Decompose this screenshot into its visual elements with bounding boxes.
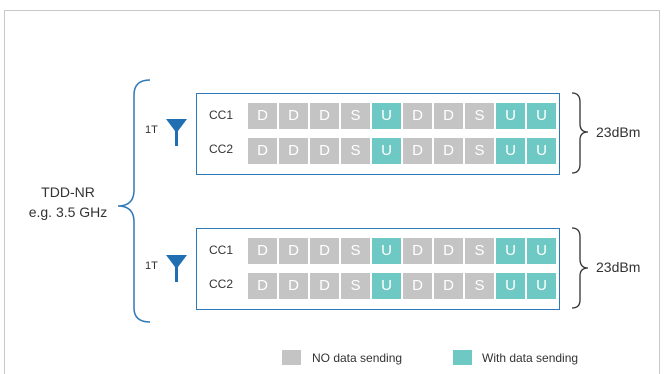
legend-swatch-no-data xyxy=(282,350,301,365)
carrier-label: CC2 xyxy=(209,142,234,156)
slot-cell: U xyxy=(372,238,401,264)
slot-cell: D xyxy=(310,273,339,299)
slot-cell: U xyxy=(496,103,525,129)
slot-cell: S xyxy=(465,103,494,129)
power-label: 23dBm xyxy=(596,259,641,275)
slot-cell: U xyxy=(527,138,556,164)
slot-cell: U xyxy=(496,238,525,264)
slot-cell: U xyxy=(372,273,401,299)
slot-cell: S xyxy=(341,238,370,264)
carrier-label: CC2 xyxy=(209,277,234,291)
slot-cell: S xyxy=(341,103,370,129)
slot-cell: S xyxy=(465,138,494,164)
carrier-label: CC1 xyxy=(209,243,234,257)
slot-cell: S xyxy=(341,273,370,299)
slot-cell: U xyxy=(372,138,401,164)
antenna-label: 1T xyxy=(145,124,158,136)
slot-cell: D xyxy=(434,273,463,299)
slot-cell: D xyxy=(279,273,308,299)
slot-cell: D xyxy=(279,138,308,164)
carrier-label: CC1 xyxy=(209,108,234,122)
antenna-icon xyxy=(166,119,187,146)
slot-cell: D xyxy=(248,273,277,299)
slot-cell: U xyxy=(372,103,401,129)
slot-cell: D xyxy=(403,103,432,129)
slot-cell: D xyxy=(403,273,432,299)
antenna-label: 1T xyxy=(145,260,158,272)
band-frequency: e.g. 3.5 GHz xyxy=(28,204,108,220)
legend-label-no-data: NO data sending xyxy=(312,351,403,365)
slot-cell: D xyxy=(248,103,277,129)
diagram-frame xyxy=(4,10,660,374)
slot-cell: U xyxy=(496,138,525,164)
power-label: 23dBm xyxy=(596,124,641,140)
legend-swatch-data xyxy=(453,350,472,365)
slot-cell: U xyxy=(527,103,556,129)
slot-cell: D xyxy=(403,138,432,164)
right-brace-1 xyxy=(571,92,589,174)
slot-cell: D xyxy=(248,238,277,264)
slot-cell: U xyxy=(496,273,525,299)
right-brace-2 xyxy=(571,227,589,309)
slot-cell: U xyxy=(527,238,556,264)
antenna-icon xyxy=(166,255,187,282)
slot-cell: S xyxy=(465,238,494,264)
legend-label-data: With data sending xyxy=(482,351,579,365)
band-name: TDD-NR xyxy=(41,184,95,200)
slot-cell: U xyxy=(527,273,556,299)
slot-cell: D xyxy=(310,103,339,129)
left-brace xyxy=(117,79,151,323)
slot-cell: D xyxy=(434,238,463,264)
slot-cell: D xyxy=(279,238,308,264)
slot-cell: D xyxy=(403,238,432,264)
slot-cell: S xyxy=(341,138,370,164)
slot-cell: D xyxy=(279,103,308,129)
slot-cell: D xyxy=(310,138,339,164)
slot-cell: S xyxy=(465,273,494,299)
band-label: TDD-NR e.g. 3.5 GHz xyxy=(18,182,118,222)
slot-cell: D xyxy=(434,138,463,164)
slot-cell: D xyxy=(248,138,277,164)
slot-cell: D xyxy=(434,103,463,129)
slot-cell: D xyxy=(310,238,339,264)
